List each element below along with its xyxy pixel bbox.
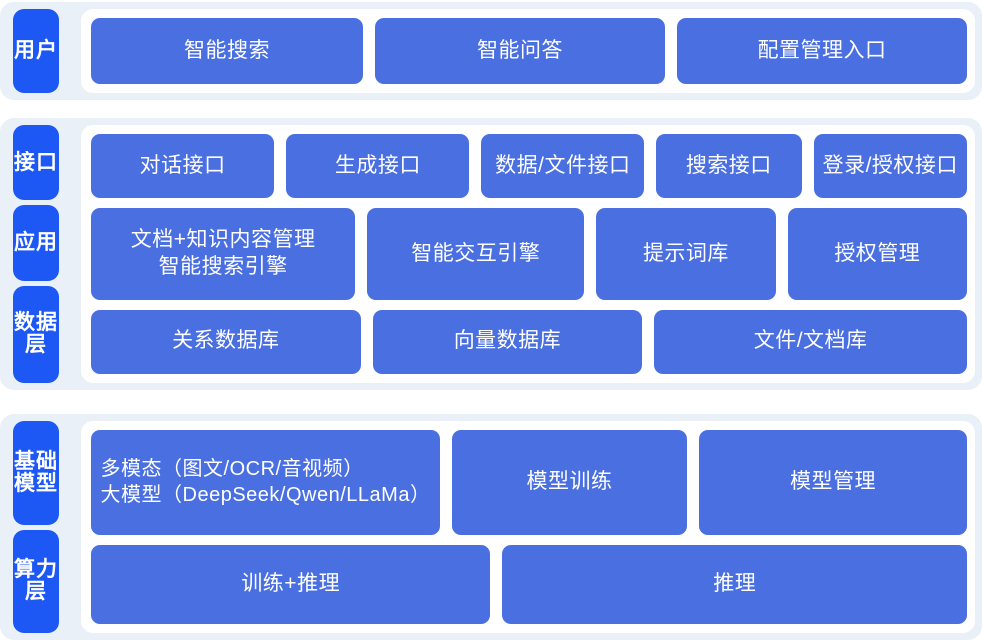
card-smart-qa[interactable]: 智能问答 xyxy=(375,18,665,84)
row-user-entries: 智能搜索 智能问答 配置管理入口 xyxy=(91,18,967,84)
card-vector-database[interactable]: 向量数据库 xyxy=(372,309,643,374)
card-smart-search[interactable]: 智能搜索 xyxy=(91,18,363,84)
card-relational-database[interactable]: 关系数据库 xyxy=(91,309,361,374)
section-users: 用户 智能搜索 智能问答 配置管理入口 xyxy=(0,2,982,100)
panel-users: 智能搜索 智能问答 配置管理入口 xyxy=(81,9,975,93)
panel-platform: 对话接口 生成接口 数据/文件接口 搜索接口 登录/授权接口 文档+知识内容管理… xyxy=(81,125,975,383)
card-generation-api[interactable]: 生成接口 xyxy=(286,134,470,199)
card-model-management[interactable]: 模型管理 xyxy=(699,430,967,535)
rail-platform: 接口 应用 数据层 xyxy=(0,118,72,390)
section-platform: 接口 应用 数据层 对话接口 生成接口 数据/文件接口 搜索接口 登录/授权接口… xyxy=(0,118,982,390)
card-authorization-management[interactable]: 授权管理 xyxy=(787,208,967,300)
card-login-auth-api[interactable]: 登录/授权接口 xyxy=(813,134,967,199)
card-config-management-entry[interactable]: 配置管理入口 xyxy=(677,18,967,84)
rail-tab-application[interactable]: 应用 xyxy=(13,205,59,281)
card-search-api[interactable]: 搜索接口 xyxy=(656,134,802,199)
rail-infrastructure: 基础模型 算力层 xyxy=(0,414,72,640)
rail-tab-interface[interactable]: 接口 xyxy=(13,125,59,201)
card-smart-interaction-engine[interactable]: 智能交互引擎 xyxy=(367,208,585,300)
rail-tab-data-layer[interactable]: 数据层 xyxy=(13,285,59,383)
row-foundation-models: 多模态（图文/OCR/音视频） 大模型（DeepSeek/Qwen/LLaMa）… xyxy=(91,430,967,535)
card-prompt-library[interactable]: 提示词库 xyxy=(596,208,776,300)
row-interfaces: 对话接口 生成接口 数据/文件接口 搜索接口 登录/授权接口 xyxy=(91,134,967,199)
card-dialog-api[interactable]: 对话接口 xyxy=(91,134,275,199)
panel-infrastructure: 多模态（图文/OCR/音视频） 大模型（DeepSeek/Qwen/LLaMa）… xyxy=(81,421,975,633)
card-training-and-inference[interactable]: 训练+推理 xyxy=(91,544,491,624)
card-model-training[interactable]: 模型训练 xyxy=(451,430,688,535)
card-document-knowledge-management[interactable]: 文档+知识内容管理 智能搜索引擎 xyxy=(91,208,356,300)
rail-tab-user[interactable]: 用户 xyxy=(13,9,59,93)
card-file-document-store[interactable]: 文件/文档库 xyxy=(654,309,967,374)
card-data-file-api[interactable]: 数据/文件接口 xyxy=(481,134,645,199)
rail-tab-compute-layer[interactable]: 算力层 xyxy=(13,529,59,633)
rail-tab-foundation-model[interactable]: 基础模型 xyxy=(13,421,59,525)
row-applications: 文档+知识内容管理 智能搜索引擎 智能交互引擎 提示词库 授权管理 xyxy=(91,208,967,300)
row-data-stores: 关系数据库 向量数据库 文件/文档库 xyxy=(91,309,967,374)
row-compute: 训练+推理 推理 xyxy=(91,544,967,624)
rail-users: 用户 xyxy=(0,2,72,100)
section-infrastructure: 基础模型 算力层 多模态（图文/OCR/音视频） 大模型（DeepSeek/Qw… xyxy=(0,414,982,640)
card-multimodal-large-model[interactable]: 多模态（图文/OCR/音视频） 大模型（DeepSeek/Qwen/LLaMa） xyxy=(91,430,440,535)
card-inference[interactable]: 推理 xyxy=(502,544,967,624)
